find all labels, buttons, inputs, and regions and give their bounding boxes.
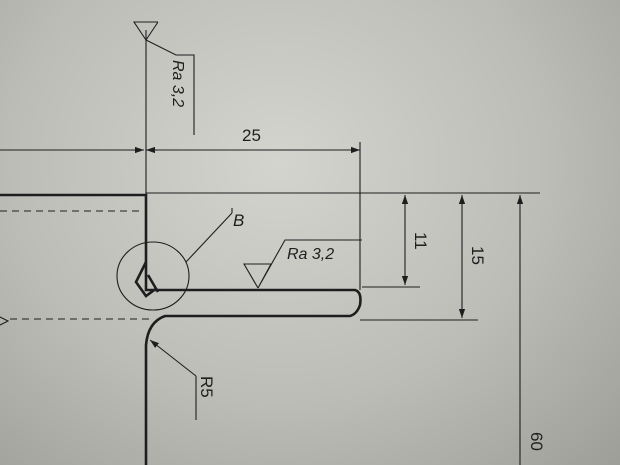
radius-label: R5 (197, 376, 216, 398)
dimension-60: 60 (516, 195, 546, 465)
dimension-11-label: 11 (411, 232, 430, 250)
roughness-symbol-top: Ra 3,2 (132, 21, 195, 135)
hidden-lines (0, 210, 150, 326)
part-outline (0, 193, 362, 465)
detail-label-b: B (233, 211, 244, 230)
dimension-15: 15 (458, 195, 487, 318)
radius-leader: R5 (149, 339, 216, 420)
dimension-15-label: 15 (468, 246, 487, 265)
extension-lines (145, 30, 540, 321)
detail-view-b: B (116, 208, 244, 311)
roughness-middle-label: Ra 3,2 (287, 246, 334, 263)
roughness-symbol-middle: Ra 3,2 (243, 239, 362, 289)
dimension-25-label: 25 (242, 126, 261, 145)
roughness-top-label: Ra 3,2 (169, 60, 186, 107)
dimension-11: 11 (401, 195, 430, 285)
dimension-25: 25 (0, 126, 360, 154)
dimension-60-label: 60 (527, 432, 546, 451)
